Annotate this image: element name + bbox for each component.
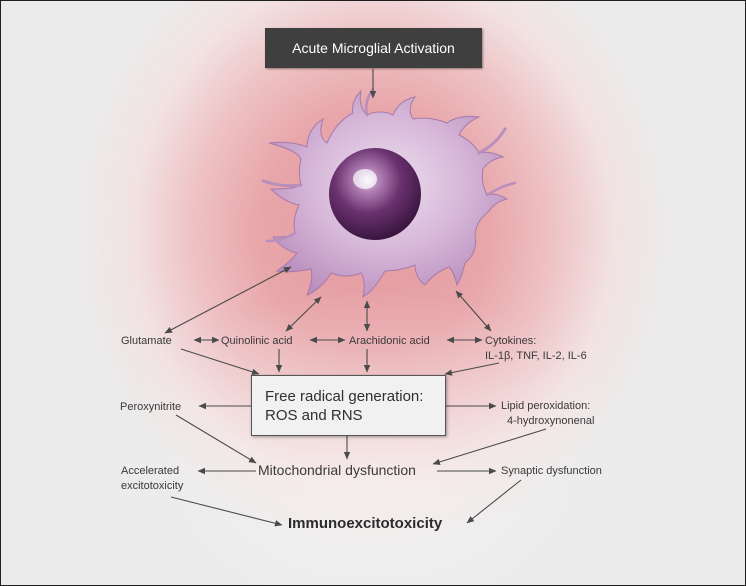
arrow-cell-quinolinic xyxy=(285,296,322,332)
node-arachidonic-acid: Arachidonic acid xyxy=(349,335,430,347)
arrow-lipid-to-mito xyxy=(432,428,547,465)
arrow-cell-glutamate xyxy=(164,266,292,334)
arrows xyxy=(164,69,547,527)
node-peroxynitrite: Peroxynitrite xyxy=(120,401,182,413)
node-lipid-peroxidation: Lipid peroxidation: xyxy=(501,400,591,412)
node-hydroxynonenal: 4-hydroxynonenal xyxy=(507,415,595,427)
node-synaptic-dysfunction: Synaptic dysfunction xyxy=(501,465,602,477)
node-mitochondrial-dysfunction: Mitochondrial dysfunction xyxy=(258,462,416,478)
node-glutamate: Glutamate xyxy=(121,335,172,347)
arrow-accelerated-to-immuno xyxy=(170,496,283,527)
arrow-cell-cytokines xyxy=(455,290,492,332)
node-excitotoxicity: excitotoxicity xyxy=(121,480,184,492)
node-cytokines-list: IL-1β, TNF, IL-2, IL-6 xyxy=(485,350,587,362)
free-radical-box: Free radical generation: ROS and RNS xyxy=(251,375,446,436)
arrow-peroxynitrite-to-mito xyxy=(175,414,257,464)
diagram-title: Acute Microglial Activation xyxy=(292,40,455,56)
title-box: Acute Microglial Activation xyxy=(265,28,482,68)
microglia-nucleus xyxy=(329,148,421,240)
node-quinolinic-acid: Quinolinic acid xyxy=(221,335,293,347)
arrow-glutamate-to-freeradical xyxy=(180,348,260,375)
microglia-cell-illustration xyxy=(261,87,517,299)
ros-rns-label: ROS and RNS xyxy=(265,407,363,424)
free-radical-label: Free radical generation: xyxy=(265,388,424,405)
node-immunoexcitotoxicity: Immunoexcitotoxicity xyxy=(288,515,443,532)
arrow-synaptic-to-immuno xyxy=(466,479,522,524)
arrow-cytokines-to-freeradical xyxy=(444,362,500,376)
node-accelerated: Accelerated xyxy=(121,465,180,477)
node-cytokines: Cytokines: xyxy=(485,335,537,347)
